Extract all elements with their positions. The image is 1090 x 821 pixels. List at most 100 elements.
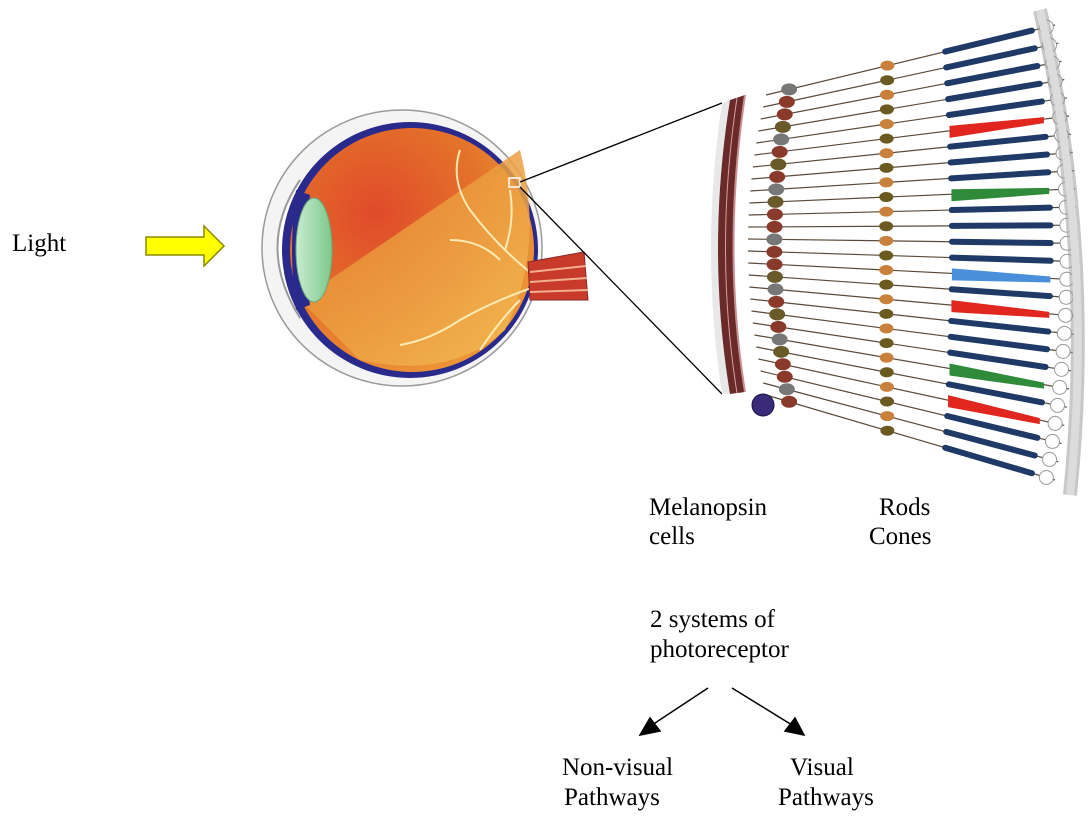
rod-cell	[952, 208, 1050, 210]
bipolar-cell	[880, 338, 894, 348]
pathway-arrows	[640, 688, 804, 735]
melanopsin-label-line1: Melanopsin	[649, 492, 767, 524]
rod-cell	[952, 289, 1050, 296]
bipolar-cell	[880, 75, 894, 85]
cone-cell	[951, 300, 1049, 318]
rod-cell	[952, 242, 1051, 243]
bipolar-cell	[879, 207, 893, 217]
ganglion-cell	[781, 83, 797, 95]
bipolar-cell	[879, 250, 893, 260]
ganglion-cell	[766, 246, 782, 258]
bipolar-cell	[879, 236, 893, 246]
bipolar-cell	[879, 221, 893, 231]
cone-cell	[950, 117, 1044, 138]
epithelium-cell	[1058, 308, 1072, 322]
ganglion-cell	[775, 358, 791, 370]
epithelium-cell	[1056, 344, 1070, 358]
bipolar-cell	[880, 353, 894, 363]
rod-cell	[951, 155, 1047, 163]
bipolar-cell	[879, 265, 893, 275]
ganglion-cell	[779, 96, 795, 108]
bipolar-cell	[879, 309, 893, 319]
bipolar-cell	[880, 367, 894, 377]
epithelium-cell	[1043, 452, 1057, 466]
retina-section	[711, 10, 1078, 495]
ganglion-cell	[773, 346, 789, 358]
rod-cell	[951, 337, 1047, 349]
ganglion-cell	[766, 233, 782, 245]
epithelium-cell	[1039, 470, 1053, 484]
epithelium-cell	[1045, 434, 1059, 448]
ganglion-cell	[773, 133, 789, 145]
bipolar-cell	[880, 148, 894, 158]
rod-cell	[948, 84, 1040, 99]
rod-cell	[952, 258, 1051, 261]
rod-cell	[950, 137, 1045, 147]
nonvisual-label-line1: Non-visual	[562, 752, 673, 784]
ganglion-cell	[769, 308, 785, 320]
nonvisual-label-line2: Pathways	[564, 782, 660, 814]
bipolar-cell	[879, 177, 893, 187]
rod-cell	[947, 66, 1037, 83]
rod-cell	[951, 321, 1048, 332]
bipolar-cell	[880, 61, 894, 71]
rods-label: Rods	[879, 492, 930, 524]
visual-label-line1: Visual	[790, 752, 854, 784]
ganglion-cell	[769, 171, 785, 183]
ganglion-cell	[768, 296, 784, 308]
bipolar-cell	[880, 426, 894, 436]
ganglion-cell	[767, 283, 783, 295]
light-arrow	[146, 226, 224, 266]
ganglion-cell	[775, 121, 791, 133]
systems-label-line1: 2 systems of	[650, 604, 775, 636]
systems-label-line2: photoreceptor	[650, 634, 789, 666]
bipolar-cell	[879, 323, 893, 333]
ganglion-cell	[767, 221, 783, 233]
bipolar-cell	[880, 382, 894, 392]
ganglion-cell	[779, 383, 795, 395]
rod-cell	[952, 225, 1051, 226]
ganglion-cell	[768, 183, 784, 195]
visual-label-line2: Pathways	[778, 782, 874, 814]
epithelium-cell	[1053, 380, 1067, 394]
bipolar-cell	[880, 90, 894, 100]
epithelium-cell	[1048, 416, 1062, 430]
ganglion-cell	[770, 158, 786, 170]
rod-cell	[951, 172, 1048, 178]
epithelium-cell	[1051, 398, 1065, 412]
cones-label: Cones	[869, 521, 932, 553]
epithelium-cell	[1057, 326, 1071, 340]
bipolar-cell	[880, 119, 894, 129]
ganglion-cell	[767, 196, 783, 208]
rod-cell	[950, 353, 1045, 367]
eyeball	[262, 110, 588, 386]
ganglion-cell	[767, 258, 783, 270]
cone-cell	[952, 268, 1051, 282]
cone-cell	[951, 188, 1049, 201]
bipolar-cell	[879, 280, 893, 290]
bipolar-cell	[880, 104, 894, 114]
rod-cell	[945, 31, 1032, 52]
ganglion-cell	[781, 396, 797, 408]
bipolar-cell	[880, 134, 894, 144]
ganglion-cell	[777, 108, 793, 120]
zoom-lines	[520, 103, 722, 394]
epithelium-cell	[1055, 362, 1069, 376]
bipolar-cell	[880, 396, 894, 406]
ganglion-cell	[772, 146, 788, 158]
melanopsin-label-line2: cells	[649, 521, 695, 553]
light-label: Light	[12, 228, 66, 260]
rod-cell	[949, 101, 1042, 115]
bipolar-cell	[879, 294, 893, 304]
bipolar-cell	[879, 163, 893, 173]
ganglion-cell	[767, 271, 783, 283]
melanopsin-cell	[752, 394, 774, 416]
ganglion-cell	[777, 371, 793, 383]
ganglion-cell	[767, 208, 783, 220]
ganglion-cell	[770, 321, 786, 333]
bipolar-cell	[879, 192, 893, 202]
ganglion-cell	[772, 333, 788, 345]
bipolar-cell	[880, 411, 894, 421]
